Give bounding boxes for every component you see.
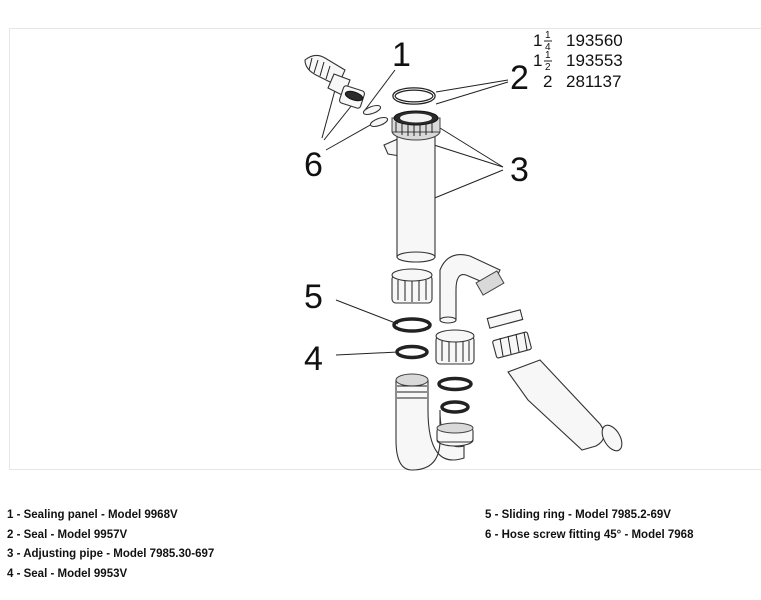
legend-item-6: 6 - Hose screw fitting 45° - Model 7968 xyxy=(485,528,694,541)
adjusting-pipe xyxy=(383,110,441,263)
legend-item-5: 5 - Sliding ring - Model 7985.2-69V xyxy=(485,509,671,521)
seal-4 xyxy=(395,344,429,360)
legend-left: 1 - Sealing panel - Model 9968V 2 - Seal… xyxy=(7,506,214,584)
part-number-row-1: 193560 xyxy=(566,31,623,50)
ring-middle-b xyxy=(440,400,470,414)
size-row-2-num: 1 xyxy=(545,50,551,61)
nut-middle xyxy=(435,329,475,365)
size-row-3-whole: 2 xyxy=(543,72,552,91)
small-seal-a xyxy=(362,104,382,116)
size-row-2-den: 2 xyxy=(545,62,551,73)
bent-outlet-pipe xyxy=(439,254,623,452)
size-row-2-whole: 1 xyxy=(533,51,542,70)
small-seal-b xyxy=(369,116,389,128)
size-row-1-den: 4 xyxy=(545,42,551,53)
callout-3: 3 xyxy=(510,151,529,189)
hose-fitting-icon xyxy=(304,54,366,109)
parts-size-table: 1 1 4 193560 1 1 2 193553 2 281137 xyxy=(533,30,623,91)
legend-item-4: 4 - Seal - Model 9953V xyxy=(7,567,128,580)
size-row-1-num: 1 xyxy=(545,30,551,41)
seal-ring-2 xyxy=(392,87,436,105)
size-row-1-whole: 1 xyxy=(533,31,542,50)
part-number-row-3: 281137 xyxy=(566,72,621,91)
nut-5 xyxy=(391,268,433,304)
callout-6: 6 xyxy=(304,146,323,184)
part-number-row-2: 193553 xyxy=(566,51,623,70)
ring-middle-a xyxy=(437,376,473,392)
legend-item-1: 1 - Sealing panel - Model 9968V xyxy=(7,509,178,521)
callout-1: 1 xyxy=(392,36,411,74)
trap-body xyxy=(395,373,474,471)
callout-2: 2 xyxy=(510,59,529,97)
callout-5: 5 xyxy=(304,278,323,316)
legend-item-2: 2 - Seal - Model 9957V xyxy=(7,528,128,541)
callout-4: 4 xyxy=(304,340,323,378)
diagram-frame xyxy=(9,28,761,470)
sliding-ring-5 xyxy=(392,317,432,333)
legend-right: 5 - Sliding ring - Model 7985.2-69V 6 - … xyxy=(485,506,693,545)
legend-item-3: 3 - Adjusting pipe - Model 7985.30-697 xyxy=(7,548,215,560)
